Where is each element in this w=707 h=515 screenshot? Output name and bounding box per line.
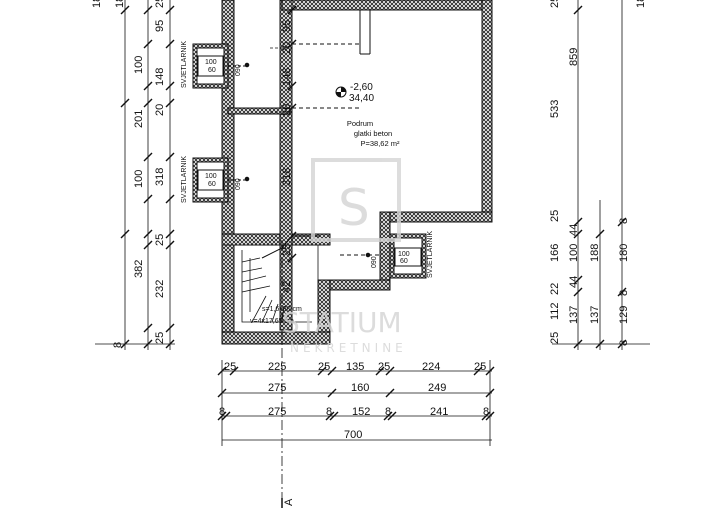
dim-text-left-outer: 18 95 100 148 20 201 100 318 25 382 232 …	[91, 0, 166, 348]
dim-label: 166	[549, 244, 561, 262]
stairs-step-size: s=1,6x30 cm	[262, 306, 302, 313]
dim-label: 382	[133, 260, 145, 278]
level-value: -2,60	[350, 82, 373, 93]
window-side-1: 090	[235, 64, 242, 76]
dim-label: 8	[618, 290, 630, 296]
dim-label: 95	[154, 20, 166, 32]
dim-label: 44	[568, 224, 580, 236]
staircase	[233, 235, 320, 333]
dim-label: 100	[133, 170, 145, 188]
dim-label: 249	[428, 382, 446, 394]
level-height: 34,40	[349, 93, 374, 104]
dim-label: 95	[281, 20, 293, 32]
section-marker-label: A	[283, 498, 295, 506]
dim-label: 241	[430, 406, 448, 418]
dim-label: 20	[281, 42, 293, 54]
dim-lines-right	[552, 0, 650, 350]
window-height-1: 60	[208, 67, 216, 74]
dim-label: 135	[346, 361, 364, 373]
dim-label: 18	[635, 0, 647, 8]
watermark-line-1: STATIUM	[282, 306, 402, 339]
dim-label: 20	[154, 104, 166, 116]
dim-label: 25	[154, 0, 166, 8]
dim-label: 25	[224, 361, 236, 373]
dim-total-label: 700	[344, 429, 362, 441]
dim-lines-inner	[270, 0, 297, 330]
dim-label: 8	[618, 340, 630, 346]
dim-label: 152	[352, 406, 370, 418]
dim-label: 25	[474, 361, 486, 373]
dim-text-bottom: 25 225 25 135 25 224 25 275 160 249 8 27…	[219, 361, 489, 441]
dim-label: 148	[154, 68, 166, 86]
dim-label: 275	[268, 406, 286, 418]
watermark-line-2: NEKRETNINE	[290, 341, 407, 355]
dim-label: 25	[154, 234, 166, 246]
dim-label: 18	[91, 0, 103, 8]
stairs-rise: v=4x17,65 cm	[250, 318, 294, 325]
walls	[221, 0, 493, 345]
dim-label: 18	[114, 0, 126, 8]
light-well-label-1: SVJETLARNIK	[181, 41, 188, 88]
door-opening	[292, 9, 380, 256]
watermark: S STATIUM NEKRETNINE	[282, 158, 407, 355]
dim-label: 25	[549, 332, 561, 344]
window-height-3: 60	[400, 258, 408, 265]
dim-label: 137	[589, 306, 601, 324]
dim-label: 8	[219, 406, 225, 418]
dim-label: 859	[568, 48, 580, 66]
dim-label: 180	[618, 244, 630, 262]
dim-label: 8	[483, 406, 489, 418]
dim-label: 112	[549, 302, 561, 320]
light-well-2	[192, 157, 250, 203]
dim-label: 318	[154, 168, 166, 186]
dim-label: 275	[268, 382, 286, 394]
dim-label: 8	[385, 406, 391, 418]
dim-label: 129	[618, 306, 630, 324]
light-well-label-2: SVJETLARNIK	[181, 156, 188, 203]
dim-label: 42	[281, 281, 293, 293]
window-width-2: 100	[205, 173, 217, 180]
dim-label: 137	[568, 306, 580, 324]
light-well-1	[192, 43, 250, 89]
dim-label: 25	[318, 361, 330, 373]
watermark-logo-letter: S	[338, 179, 370, 237]
dim-label: 25	[281, 244, 293, 256]
dim-label: 25	[549, 0, 561, 8]
dim-label: 8	[618, 218, 630, 224]
level-marker	[335, 86, 347, 98]
dim-label: 188	[589, 244, 601, 262]
dim-label: 533	[549, 100, 561, 118]
window-side-3: 090	[371, 256, 378, 268]
dim-lines-left	[95, 0, 175, 350]
room-name: Podrum	[347, 119, 373, 128]
room-finish: glatki beton	[354, 129, 392, 138]
dim-text-left-inner: 18 25 20 148 20 318 25 95 42	[114, 0, 293, 293]
dim-label: 22	[549, 283, 561, 295]
window-width-3: 100	[398, 251, 410, 258]
dim-label: 20	[281, 104, 293, 116]
dim-label: 160	[351, 382, 369, 394]
dim-label: 224	[422, 361, 440, 373]
dim-label: 232	[154, 280, 166, 298]
dim-label: 8	[326, 406, 332, 418]
dim-lines-bottom	[217, 360, 495, 446]
dim-label: 225	[268, 361, 286, 373]
dim-label: 100	[133, 56, 145, 74]
dim-label: 201	[133, 110, 145, 128]
window-height-2: 60	[208, 181, 216, 188]
dim-label: 44	[568, 276, 580, 288]
dim-label: 25	[154, 332, 166, 344]
window-width-1: 100	[205, 59, 217, 66]
room-area: P=38,62 m²	[361, 139, 400, 148]
dim-label: 25	[378, 361, 390, 373]
dim-label: 8	[112, 342, 124, 348]
window-side-2: 090	[235, 178, 242, 190]
dim-label: 318	[281, 168, 293, 186]
dim-text-right: 25 533 25 166 22 112 25 859 44 100 44 13…	[549, 0, 647, 346]
dim-label: 148	[281, 68, 293, 86]
light-well-label-3: SVJETLARNIK	[427, 231, 434, 278]
dim-label: 100	[568, 244, 580, 262]
dim-label: 25	[549, 210, 561, 222]
